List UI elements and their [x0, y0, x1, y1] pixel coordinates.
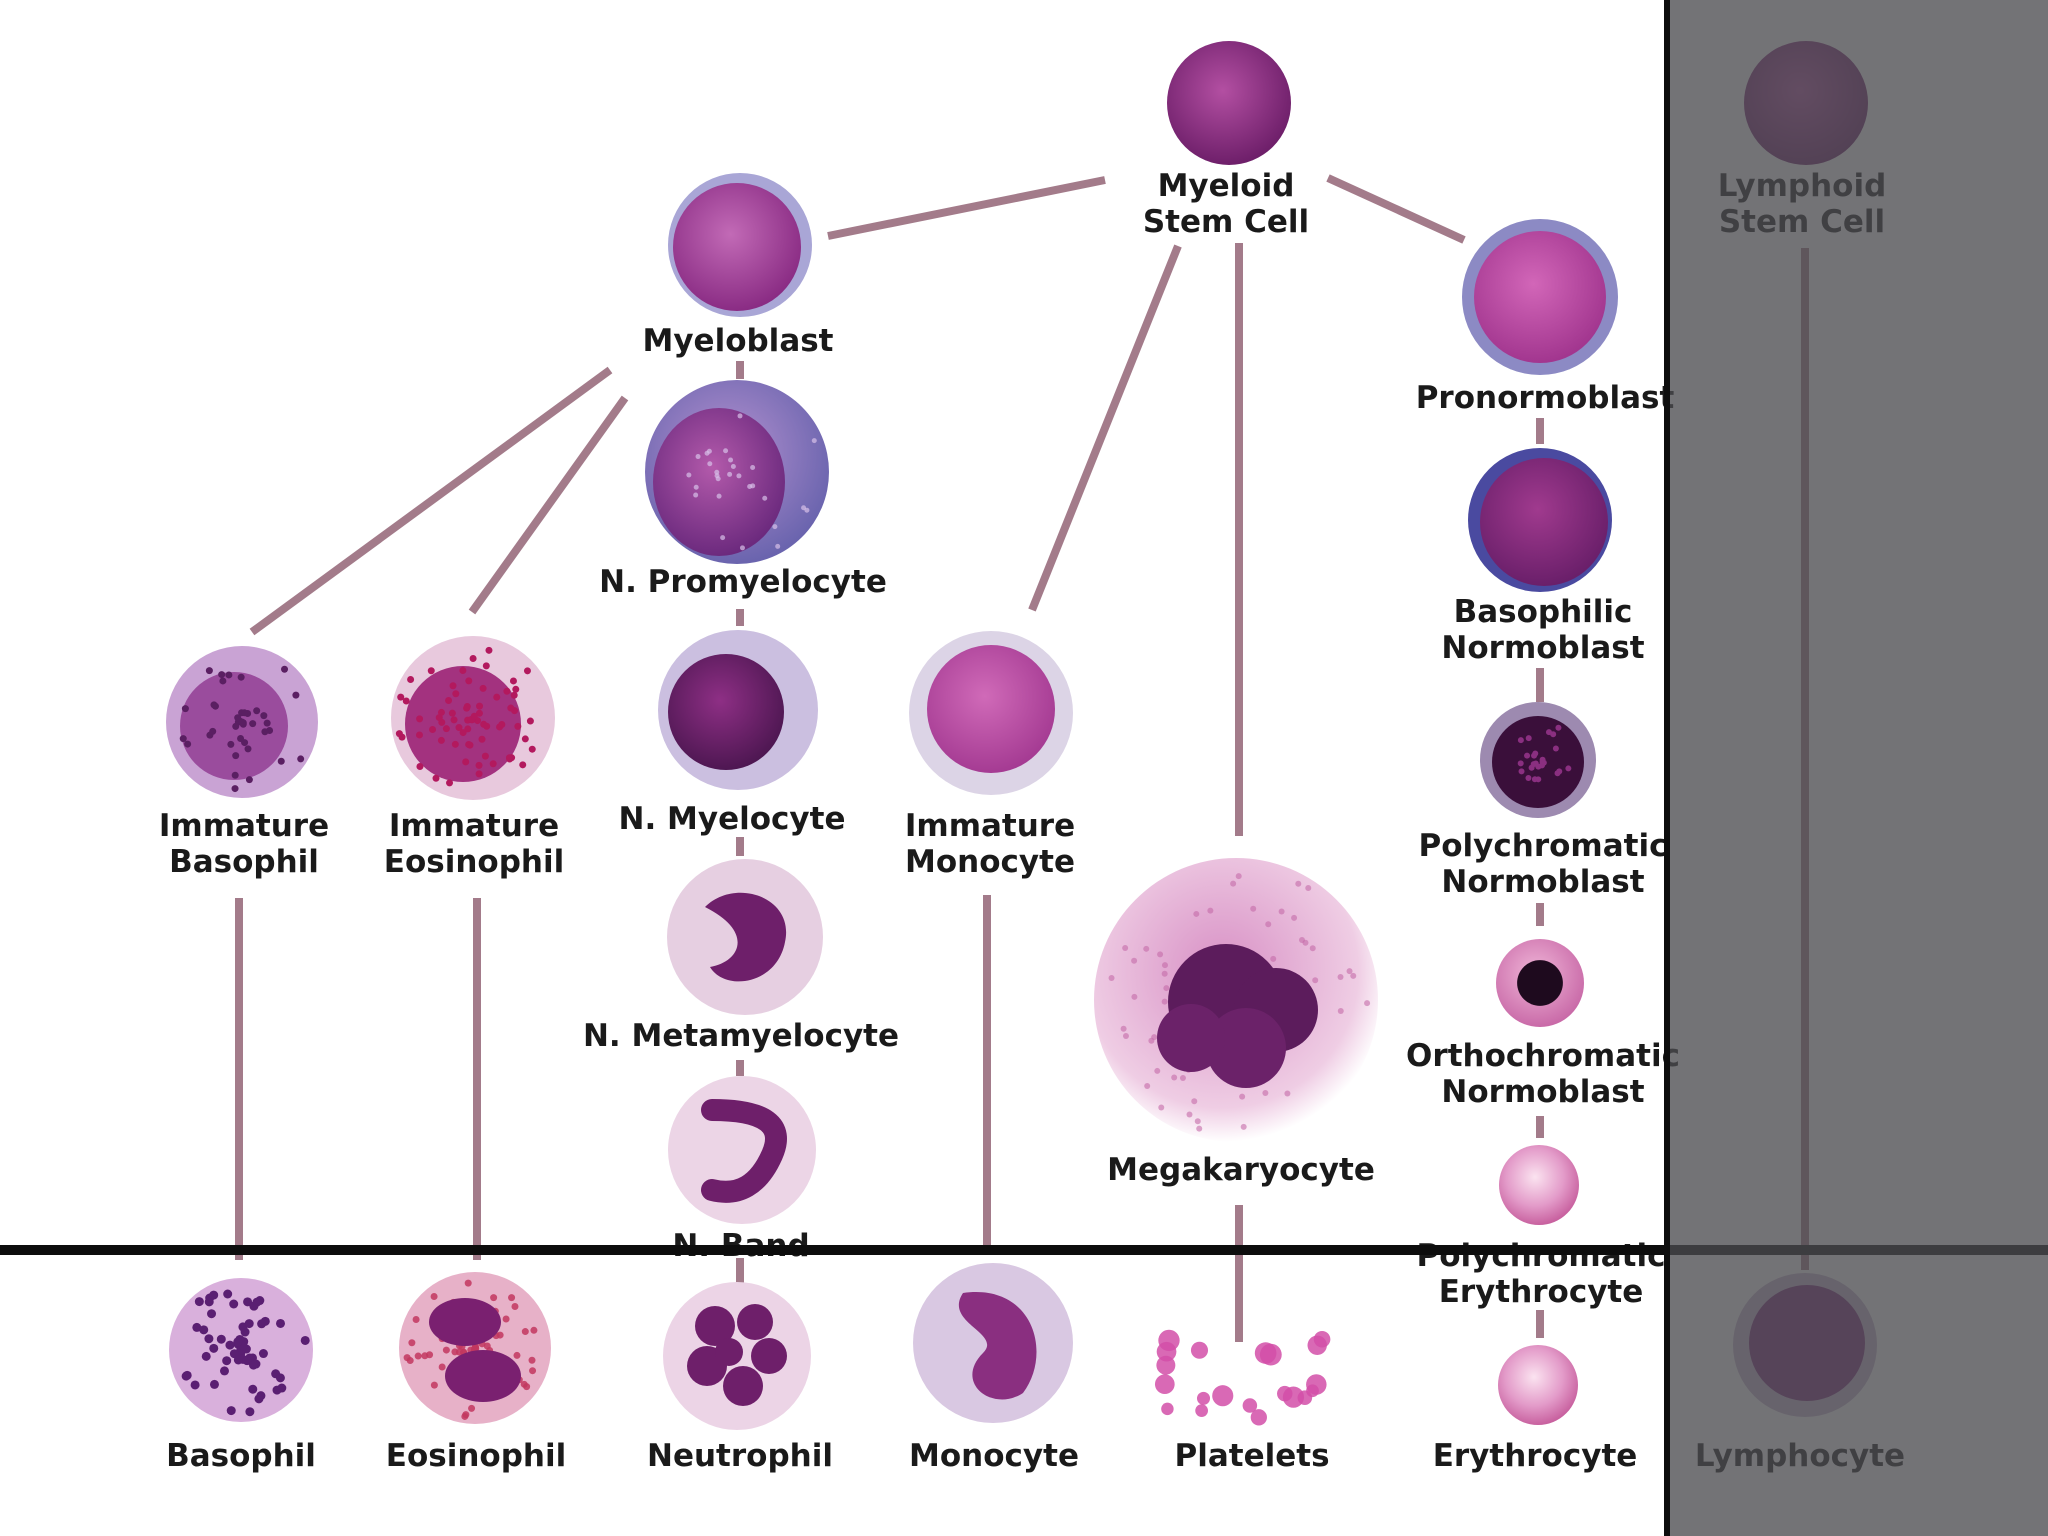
immature-eosinophil-cell-icon: [385, 630, 561, 806]
metamyelocyte-label: N. Metamyelocyte: [583, 1018, 899, 1054]
polychromatic-erythrocyte-cell-icon: [1493, 1139, 1585, 1231]
immature-basophil-cell-icon: [160, 640, 324, 804]
neutrophil-label-line: Neutrophil: [647, 1438, 833, 1474]
pronormoblast-label-line: Pronormoblast: [1416, 380, 1675, 416]
metamyelocyte-cell-icon: [661, 853, 829, 1021]
promyelocyte-label-line: N. Promyelocyte: [599, 564, 887, 600]
connector-myeloid-stem-to-immature-monocyte: [1032, 246, 1178, 610]
monocyte-cell-icon: [907, 1257, 1079, 1429]
orthochromatic-normoblast-label-line: Normoblast: [1406, 1074, 1680, 1110]
metamyelocyte-label-line: N. Metamyelocyte: [583, 1018, 899, 1054]
polychromatic-erythrocyte-label-line: Erythrocyte: [1417, 1274, 1666, 1310]
basophilic-normoblast-cell-icon: [1462, 442, 1618, 598]
megakaryocyte-cell-icon: [1088, 852, 1384, 1148]
eosinophil-cell-icon: [393, 1266, 557, 1430]
myelocyte-label: N. Myelocyte: [619, 801, 846, 837]
basophil-label-line: Basophil: [166, 1438, 316, 1474]
band-cell-icon: [662, 1070, 822, 1230]
connector-myeloid-stem-to-myeloblast: [828, 180, 1105, 236]
orthochromatic-normoblast-cell-icon: [1490, 933, 1590, 1033]
megakaryocyte-label: Megakaryocyte: [1107, 1152, 1375, 1188]
eosinophil-label-line: Eosinophil: [386, 1438, 566, 1474]
immature-eosinophil-label-line: Immature: [384, 808, 564, 844]
myeloid-stem-cell-icon: [1161, 35, 1297, 171]
lymphoid-overlay-edge: [1664, 0, 1670, 1536]
immature-basophil-label-line: Basophil: [159, 844, 329, 880]
promyelocyte-label: N. Promyelocyte: [599, 564, 887, 600]
immature-monocyte-cell-icon: [903, 625, 1079, 801]
basophil-cell-icon: [163, 1272, 319, 1428]
basophilic-normoblast-label-line: Normoblast: [1441, 630, 1644, 666]
orthochromatic-normoblast-label-line: Orthochromatic: [1406, 1038, 1680, 1074]
myeloid-stem-label-line: Myeloid: [1143, 168, 1309, 204]
eosinophil-label: Eosinophil: [386, 1438, 566, 1474]
lymphoid-shade-overlay: [1667, 0, 2048, 1536]
connector-myeloblast-to-immature-basophil: [252, 370, 610, 632]
megakaryocyte-label-line: Megakaryocyte: [1107, 1152, 1375, 1188]
polychromatic-erythrocyte-label-line: Polychromatic: [1417, 1238, 1666, 1274]
promyelocyte-cell-icon: [639, 374, 835, 570]
myeloblast-label: Myeloblast: [642, 323, 833, 359]
pronormoblast-cell-icon: [1456, 213, 1624, 381]
immature-basophil-label-line: Immature: [159, 808, 329, 844]
myelocyte-cell-icon: [652, 624, 824, 796]
immature-monocyte-label-line: Immature: [905, 808, 1075, 844]
erythrocyte-label-line: Erythrocyte: [1433, 1438, 1638, 1474]
connector-myeloid-stem-to-pronormoblast: [1328, 178, 1464, 240]
myelocyte-label-line: N. Myelocyte: [619, 801, 846, 837]
polychromatic-normoblast-cell-icon: [1474, 696, 1602, 824]
erythrocyte-cell-icon: [1492, 1339, 1584, 1431]
basophil-label: Basophil: [166, 1438, 316, 1474]
myeloid-stem-label-line: Stem Cell: [1143, 204, 1309, 240]
polychromatic-normoblast-label-line: Normoblast: [1419, 864, 1668, 900]
polychromatic-normoblast-label-line: Polychromatic: [1419, 828, 1668, 864]
platelets-label-line: Platelets: [1174, 1438, 1329, 1474]
monocyte-label-line: Monocyte: [909, 1438, 1079, 1474]
myeloblast-cell-icon: [662, 167, 818, 323]
basophilic-normoblast-label-line: Basophilic: [1441, 594, 1644, 630]
immature-monocyte-label-line: Monocyte: [905, 844, 1075, 880]
neutrophil-label: Neutrophil: [647, 1438, 833, 1474]
myeloblast-label-line: Myeloblast: [642, 323, 833, 359]
platelets-label: Platelets: [1174, 1438, 1329, 1474]
immature-eosinophil-label-line: Eosinophil: [384, 844, 564, 880]
pronormoblast-label: Pronormoblast: [1416, 380, 1675, 416]
erythrocyte-label: Erythrocyte: [1433, 1438, 1638, 1474]
monocyte-label: Monocyte: [909, 1438, 1079, 1474]
neutrophil-cell-icon: [657, 1276, 817, 1436]
